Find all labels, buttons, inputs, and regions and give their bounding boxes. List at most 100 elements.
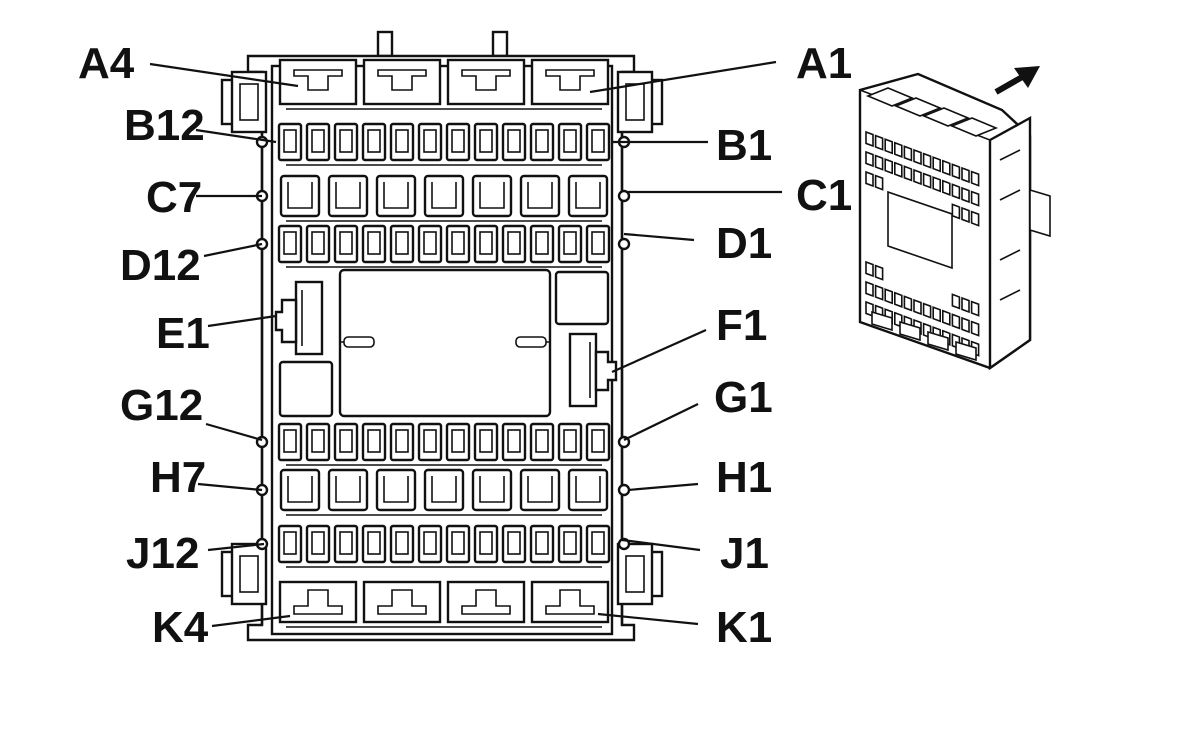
peg-right-C bbox=[617, 189, 631, 203]
cavity-D11 bbox=[305, 224, 331, 264]
label-G1: G1 bbox=[714, 373, 773, 422]
connector-row-K bbox=[278, 580, 610, 628]
cavity-H4 bbox=[423, 468, 465, 512]
iso-cavity bbox=[942, 309, 951, 326]
cavity-B1 bbox=[585, 122, 611, 162]
cavity-G7 bbox=[417, 422, 443, 462]
iso-cavity bbox=[961, 186, 970, 204]
connector-block-isometric-view bbox=[858, 72, 1051, 371]
cavity-D8 bbox=[389, 224, 415, 264]
connector-row-D bbox=[277, 224, 611, 268]
leader-line-D1 bbox=[623, 232, 695, 242]
label-K1: K1 bbox=[716, 603, 772, 652]
iso-cavity bbox=[865, 260, 874, 278]
iso-cavity bbox=[903, 165, 913, 182]
cavity-H6 bbox=[327, 468, 369, 512]
cavity-G3 bbox=[529, 422, 555, 462]
cavity-C6 bbox=[327, 174, 369, 218]
cavity-J11 bbox=[305, 524, 331, 564]
cavity-B11 bbox=[305, 122, 331, 162]
connector-row-J bbox=[277, 524, 611, 568]
center-relay-cavity bbox=[338, 268, 552, 418]
iso-cavity bbox=[951, 203, 961, 220]
cavity-B10 bbox=[333, 122, 359, 162]
label-E1: E1 bbox=[156, 309, 210, 358]
iso-cavity bbox=[932, 156, 941, 173]
cavity-B7 bbox=[417, 122, 443, 162]
small-cavity-right bbox=[554, 270, 610, 326]
cavity-J5 bbox=[473, 524, 499, 564]
cavity-B9 bbox=[361, 122, 387, 162]
leader-line-G1 bbox=[623, 403, 699, 441]
cavity-G2 bbox=[557, 422, 583, 462]
cavity-G10 bbox=[333, 422, 359, 462]
cavity-G1 bbox=[585, 422, 611, 462]
leader-line-K4 bbox=[211, 614, 291, 628]
label-C1: C1 bbox=[796, 171, 852, 220]
cavity-H7 bbox=[279, 468, 321, 512]
iso-cavity bbox=[894, 161, 903, 178]
connector-row-B bbox=[277, 122, 611, 166]
cavity-J10 bbox=[333, 524, 359, 564]
cavity-D7 bbox=[417, 224, 443, 264]
iso-cavity bbox=[903, 145, 913, 162]
iso-cavity bbox=[970, 210, 980, 227]
iso-cavity bbox=[970, 190, 980, 207]
iso-cavity bbox=[961, 316, 970, 334]
cavity-D6 bbox=[445, 224, 471, 264]
label-B1: B1 bbox=[716, 121, 772, 170]
left-upper-clip bbox=[220, 70, 268, 134]
cavity-B6 bbox=[445, 122, 471, 162]
iso-cavity bbox=[874, 264, 884, 281]
iso-cavity bbox=[942, 179, 951, 196]
iso-cavity bbox=[913, 298, 922, 316]
iso-cavity bbox=[922, 172, 932, 189]
cavity-B5 bbox=[473, 122, 499, 162]
cavity-G5 bbox=[473, 422, 499, 462]
iso-cavity bbox=[970, 170, 980, 187]
iso-cavity bbox=[932, 176, 941, 193]
leader-line-F1 bbox=[611, 328, 707, 374]
cavity-H3 bbox=[471, 468, 513, 512]
label-J1: J1 bbox=[720, 529, 769, 578]
small-cavity-left bbox=[278, 360, 334, 418]
label-A4: A4 bbox=[78, 39, 135, 88]
iso-cavity bbox=[951, 163, 961, 180]
iso-cavity bbox=[894, 291, 903, 308]
iso-cavity bbox=[961, 206, 970, 224]
right-upper-clip bbox=[616, 70, 664, 134]
iso-cavity bbox=[865, 280, 874, 298]
cavity-G12 bbox=[277, 422, 303, 462]
cavity-J9 bbox=[361, 524, 387, 564]
cavity-C3 bbox=[471, 174, 513, 218]
leader-line-H1 bbox=[627, 482, 699, 492]
cavity-J6 bbox=[445, 524, 471, 564]
iso-cavity bbox=[884, 158, 893, 175]
cavity-B12 bbox=[277, 122, 303, 162]
cavity-C4 bbox=[423, 174, 465, 218]
leader-line-E1 bbox=[207, 314, 277, 328]
connector-row-H bbox=[279, 468, 609, 516]
cavity-D12 bbox=[277, 224, 303, 264]
cavity-D4 bbox=[501, 224, 527, 264]
iso-cavity bbox=[951, 313, 961, 330]
label-G12: G12 bbox=[120, 381, 203, 430]
leader-line-B12 bbox=[195, 128, 277, 144]
cavity-C7 bbox=[279, 174, 321, 218]
label-B12: B12 bbox=[124, 101, 205, 150]
cavity-K2 bbox=[446, 580, 526, 624]
label-C7: C7 bbox=[146, 173, 202, 222]
iso-cavity bbox=[884, 288, 893, 305]
left-lower-clip bbox=[220, 542, 268, 606]
iso-cavity bbox=[913, 148, 922, 166]
cavity-J1 bbox=[585, 524, 611, 564]
connector-F1 bbox=[568, 332, 618, 408]
leader-line-J1 bbox=[621, 538, 701, 552]
cavity-A1 bbox=[530, 58, 610, 106]
leader-line-A4 bbox=[149, 62, 299, 88]
leader-line-H7 bbox=[197, 482, 263, 492]
label-F1: F1 bbox=[716, 301, 767, 350]
cavity-J4 bbox=[501, 524, 527, 564]
iso-cavity bbox=[961, 296, 970, 314]
cavity-H2 bbox=[519, 468, 561, 512]
